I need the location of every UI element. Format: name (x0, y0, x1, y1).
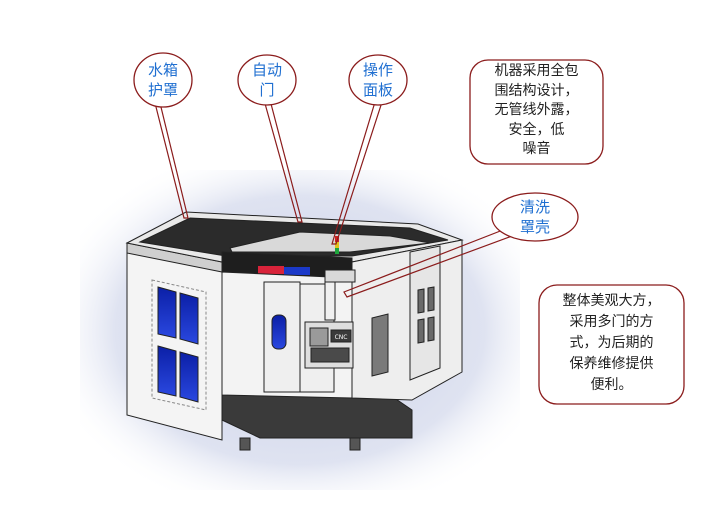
leader-lines (154, 99, 513, 298)
label-enclosure-note: 机器采用全包 围结构设计， 无管线外露， 安全，低 噪音 (494, 63, 579, 157)
label-appearance-note: 整体美观大方， 采用多门的方 式，为后期的 保养维修提供 便利。 (562, 293, 661, 393)
left-window (157, 345, 177, 397)
machine-foot (239, 437, 251, 451)
right-side-panel (351, 239, 463, 401)
left-window (179, 351, 199, 403)
callout-appearance-note (538, 284, 685, 405)
label-water-tank-cover: 水箱 护罩 (147, 61, 178, 99)
front-window (271, 314, 287, 350)
cleaning-cover-elbow (324, 269, 356, 283)
left-window (157, 286, 177, 339)
leader-cleaning-cover (343, 227, 513, 298)
callout-water-tank-cover (133, 52, 193, 108)
cleaning-cover-pipe (324, 279, 336, 321)
signal-lamp (335, 242, 339, 248)
operation-panel-keys (310, 347, 350, 363)
label-auto-door: 自动 门 (251, 61, 282, 99)
right-window (417, 288, 425, 314)
right-window (427, 316, 435, 342)
callout-operation-panel (348, 54, 408, 106)
operation-panel-screen (309, 327, 329, 347)
left-window (179, 292, 199, 345)
leader-operation-panel (331, 101, 383, 245)
status-stripe-red (258, 266, 284, 274)
callout-cleaning-cover (491, 192, 579, 242)
leader-auto-door (263, 99, 303, 223)
machine-base (221, 394, 413, 439)
machine-foot (349, 437, 361, 451)
signal-lamp (335, 248, 339, 254)
status-stripe-blue (284, 267, 310, 275)
callout-shapes (133, 52, 685, 405)
right-window (427, 286, 435, 312)
left-window-frame (151, 279, 207, 411)
label-cleaning-cover: 清洗 罩壳 (519, 198, 550, 236)
right-small-window (371, 313, 389, 377)
operation-panel-brand: CNC (335, 334, 348, 341)
right-side-door (409, 245, 441, 381)
right-window (417, 318, 425, 344)
leader-water-tank-cover (154, 102, 189, 219)
operation-panel-badge (330, 329, 352, 343)
callout-auto-door (237, 54, 297, 106)
callout-enclosure-note (469, 59, 604, 165)
cnc-machine (125, 211, 464, 451)
left-side-panel (126, 242, 223, 441)
label-operation-panel: 操作 面板 (362, 61, 393, 99)
